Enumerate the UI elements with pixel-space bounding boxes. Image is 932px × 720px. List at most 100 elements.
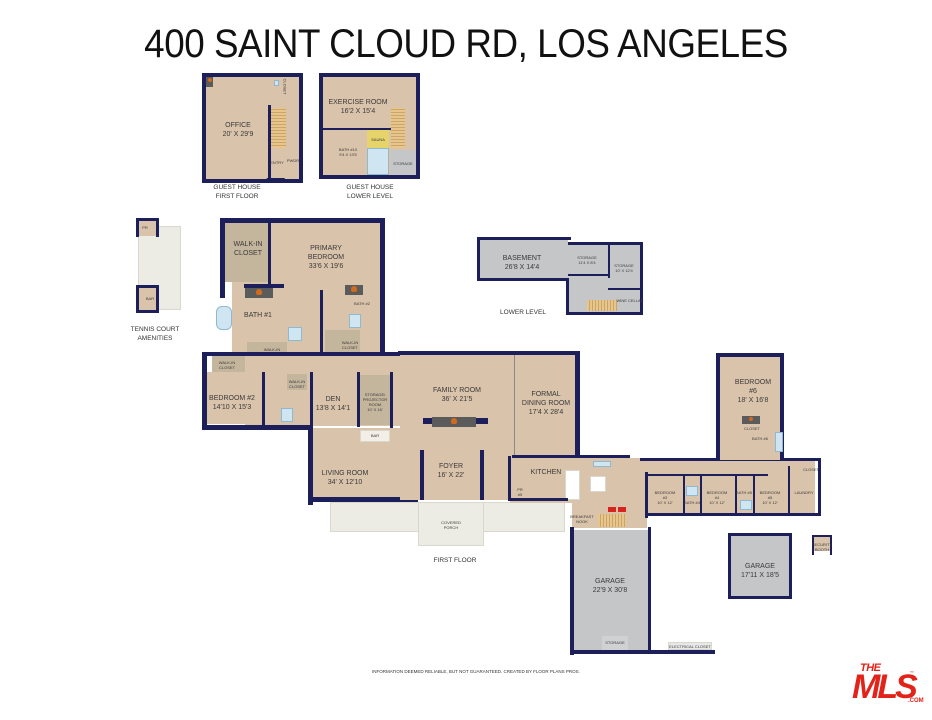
- bath1-label: BATH #1: [244, 312, 272, 319]
- garage-detached-label: GARAGE 17'11 X 18'5: [741, 563, 779, 579]
- family-room-foyer: [400, 355, 515, 500]
- wall: [735, 474, 737, 514]
- wall: [560, 455, 630, 458]
- pr-room: [139, 221, 156, 236]
- formal-dining-room: [515, 355, 575, 455]
- wall: [648, 474, 768, 476]
- wall: [788, 466, 790, 514]
- wall: [568, 242, 643, 245]
- wall: [480, 450, 484, 500]
- range-icon: [608, 507, 616, 512]
- walk-in-closet-left: [212, 356, 245, 372]
- pwdr-label: PWDR: [286, 158, 300, 163]
- closet-b6-label: CLOSET: [743, 426, 761, 431]
- wall: [310, 372, 313, 427]
- toilet-icon: [274, 80, 279, 86]
- bedroom-6: [720, 357, 780, 460]
- storage-projector-room: [360, 375, 390, 425]
- storage-label: STORAGE: [393, 161, 413, 166]
- wall: [789, 533, 792, 599]
- laundry-label: LAUNDRY: [794, 490, 814, 495]
- wall: [319, 73, 323, 179]
- sauna-label: SAUNA: [371, 137, 385, 142]
- wall: [319, 175, 420, 179]
- garage-detached: [730, 535, 790, 597]
- guest-house-lower-caption: GUEST HOUSE LOWER LEVEL: [346, 184, 394, 200]
- wall: [262, 372, 265, 426]
- wall: [608, 288, 640, 290]
- wall: [570, 650, 715, 654]
- wall: [477, 237, 571, 240]
- wall: [202, 352, 402, 356]
- storage-garage: [602, 636, 628, 650]
- closet-label: CLOSET: [802, 467, 820, 472]
- storage2-label: STORAGE 10' X 12'4: [614, 263, 634, 273]
- wall: [716, 353, 784, 357]
- wall: [566, 312, 643, 315]
- wall: [420, 450, 424, 500]
- page-title: 400 SAINT CLOUD RD, LOS ANGELES: [144, 22, 788, 66]
- entry-label: ENTRY: [270, 160, 284, 165]
- garage-main-label: GARAGE 22'9 X 30'8: [592, 578, 628, 594]
- wall: [220, 218, 225, 298]
- wall: [202, 179, 303, 183]
- wall: [220, 218, 385, 223]
- bar-counter: [360, 430, 390, 442]
- wall: [812, 535, 814, 555]
- bar-label: BAR: [145, 296, 155, 301]
- wall: [268, 105, 271, 180]
- pr5-label: PR#5: [517, 487, 523, 497]
- shower-icon: [686, 486, 698, 496]
- wall: [780, 353, 784, 460]
- closet-label: CLOSET: [282, 78, 288, 95]
- wall: [136, 285, 139, 313]
- bath5-label: BATH #5: [736, 490, 752, 495]
- shower-icon: [288, 327, 302, 341]
- logo-tm: ™: [910, 670, 914, 675]
- wall: [136, 285, 159, 288]
- stairs: [598, 514, 626, 527]
- bath4-label: BATH #4: [684, 500, 700, 505]
- fireplace-icon: [206, 77, 213, 87]
- electrical-closet-label: ELECTRICAL CLOSET: [669, 644, 711, 649]
- stairs: [271, 108, 286, 148]
- storage-room: [391, 150, 416, 175]
- walk-in-closet-primary: [224, 222, 270, 282]
- den-label: DEN 13'8 X 14'1: [315, 396, 351, 412]
- wall: [156, 285, 159, 313]
- family-room-label: FAMILY ROOM 36' X 21'5: [433, 387, 481, 403]
- fireplace-icon: [742, 416, 760, 424]
- shower-icon: [740, 500, 752, 510]
- bath2-label: BATH #2: [354, 301, 370, 306]
- stairs: [391, 108, 405, 148]
- storage-garage-label: STORAGE: [605, 640, 625, 645]
- wall: [818, 458, 821, 516]
- fireplace-icon: [345, 285, 363, 295]
- wall: [308, 497, 418, 502]
- electrical-closet: [668, 642, 712, 650]
- tennis-caption: TENNIS COURT AMENITIES: [130, 326, 180, 342]
- wall: [322, 128, 392, 130]
- wall: [477, 278, 568, 281]
- exercise-room-label: EXERCISE ROOM 16'2 X 15'4: [328, 99, 388, 115]
- wall: [645, 472, 648, 518]
- wall: [390, 372, 393, 442]
- wall: [728, 596, 792, 599]
- first-floor-caption: FIRST FLOOR: [433, 557, 477, 564]
- foyer-label: FOYER 16' X 22': [437, 463, 465, 479]
- wall: [830, 535, 832, 555]
- bar-label: BAR: [370, 433, 380, 438]
- stairs: [587, 300, 617, 311]
- shower-icon: [349, 314, 361, 328]
- office-label: OFFICE 20' X 29'9: [222, 122, 254, 138]
- bar-room: [139, 288, 156, 310]
- wall: [320, 290, 323, 352]
- sauna-room: [367, 130, 389, 148]
- wall: [308, 425, 313, 505]
- wall: [299, 73, 303, 183]
